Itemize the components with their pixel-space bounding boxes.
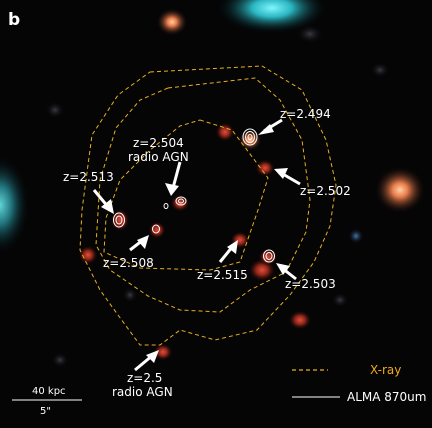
scale-bar-kpc-label: 40 kpc: [32, 386, 66, 397]
label-z2515: z=2.515: [197, 268, 248, 282]
alma-source-z2494: [242, 128, 258, 146]
label-z2513: z=2.513: [63, 170, 114, 184]
alma-source-z2504: [163, 196, 187, 209]
label-z2508: z=2.508: [103, 256, 154, 270]
legend: X-ray ALMA 870um: [292, 363, 426, 404]
label-z2494: z=2.494: [280, 107, 331, 121]
legend-xray-label: X-ray: [370, 363, 401, 377]
arrow-z2502: [274, 168, 301, 186]
arrow-z2515: [218, 240, 238, 263]
label-z25-radio: radio AGN: [112, 385, 173, 399]
xray-contour-outer: [79, 65, 337, 346]
alma-source-z2508: [152, 224, 160, 234]
scale-bar: 40 kpc 5": [12, 386, 82, 417]
arrow-z2504: [165, 161, 182, 196]
arrow-z2494: [258, 118, 283, 135]
label-z2503: z=2.503: [285, 277, 336, 291]
label-z25: z=2.5: [127, 371, 162, 385]
scale-bar-arcsec-label: 5": [40, 406, 51, 417]
label-z2504: z=2.504: [133, 136, 184, 150]
xray-contour-middle: [95, 77, 311, 313]
background-galaxies: [0, 0, 426, 368]
alma-source-z2513: [113, 212, 125, 228]
arrow-z2503: [276, 263, 297, 281]
arrow-z25-radio: [134, 350, 159, 372]
arrow-z2508: [129, 235, 149, 252]
panel-letter: b: [8, 10, 20, 30]
xray-contour-inner: [103, 119, 269, 271]
arrow-z2513: [92, 189, 114, 214]
alma-contours: [113, 128, 275, 263]
alma-source-z2503: [263, 249, 275, 263]
label-arrows: [92, 118, 301, 372]
xray-contours: [79, 65, 337, 346]
legend-alma-label: ALMA 870um: [347, 390, 426, 404]
label-z2504-radio: radio AGN: [128, 150, 189, 164]
label-z2502: z=2.502: [300, 184, 351, 198]
